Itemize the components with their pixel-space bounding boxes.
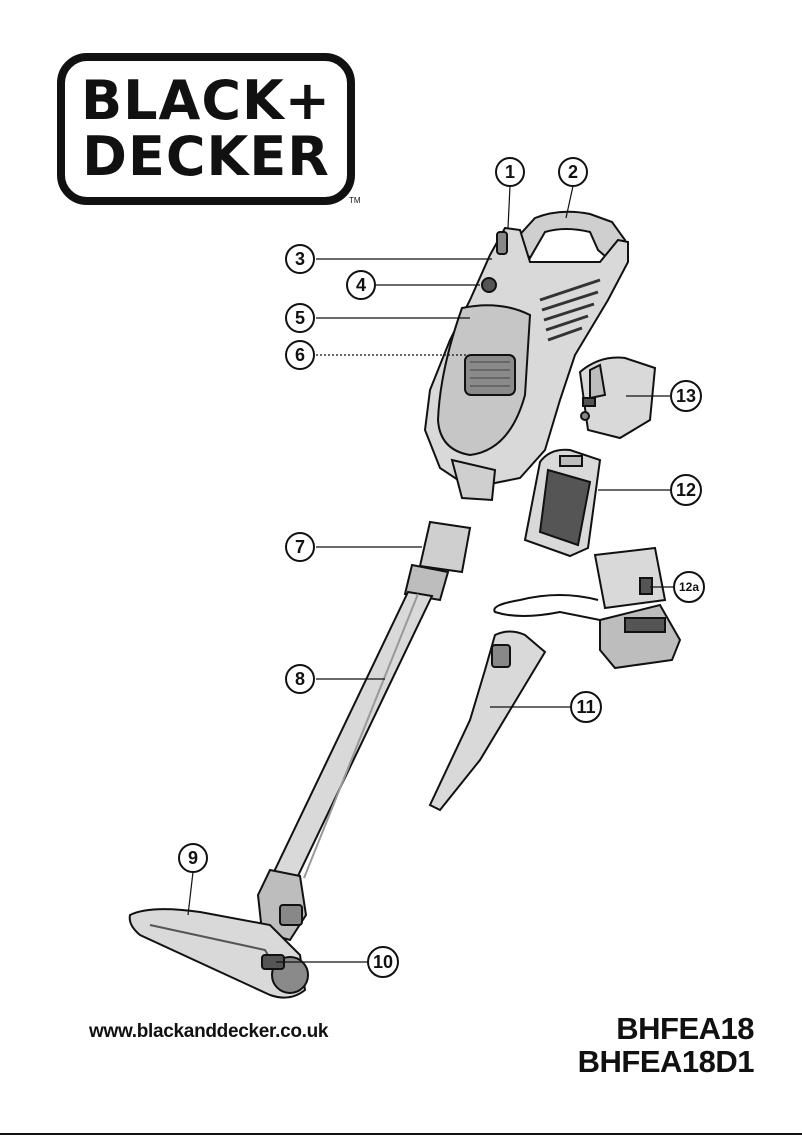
extension-pole bbox=[270, 520, 472, 882]
callout-label-12a: 12a bbox=[679, 580, 699, 594]
callout-label-8: 8 bbox=[295, 669, 305, 689]
leader-lines bbox=[187, 185, 674, 963]
callout-label-11: 11 bbox=[576, 697, 595, 717]
crevice-tool bbox=[428, 630, 547, 812]
callout-5: 5 bbox=[285, 303, 315, 333]
callout-label-3: 3 bbox=[295, 249, 305, 269]
logo-line-black: BLACK+ bbox=[80, 69, 332, 132]
callout-11: 11 bbox=[570, 691, 602, 723]
charging-base bbox=[578, 356, 657, 440]
bottom-divider bbox=[0, 1133, 802, 1135]
callout-12a: 12a bbox=[673, 571, 705, 603]
callout-label-6: 6 bbox=[295, 345, 305, 365]
callout-8: 8 bbox=[285, 664, 315, 694]
callout-3: 3 bbox=[285, 244, 315, 274]
model-number-1: BHFEA18 bbox=[616, 1011, 754, 1046]
callout-label-1: 1 bbox=[505, 162, 515, 182]
callout-6: 6 bbox=[285, 340, 315, 370]
callout-13: 13 bbox=[670, 380, 702, 412]
callout-label-13: 13 bbox=[676, 386, 696, 406]
brand-logo: BLACK+ DECKER bbox=[57, 53, 355, 205]
callout-label-12: 12 bbox=[676, 480, 696, 500]
callout-2: 2 bbox=[558, 157, 588, 187]
callout-7: 7 bbox=[285, 532, 315, 562]
floor-head bbox=[128, 868, 309, 999]
callout-1: 1 bbox=[495, 157, 525, 187]
callout-4: 4 bbox=[346, 270, 376, 300]
callout-label-9: 9 bbox=[188, 848, 198, 868]
callout-label-7: 7 bbox=[295, 537, 305, 557]
website-url: www.blackanddecker.co.uk bbox=[89, 1021, 329, 1042]
callout-9: 9 bbox=[178, 843, 208, 873]
callout-10: 10 bbox=[367, 946, 399, 978]
model-number-2: BHFEA18D1 bbox=[577, 1044, 755, 1079]
charger bbox=[493, 546, 682, 670]
logo-line-decker: DECKER bbox=[82, 125, 330, 188]
callout-label-5: 5 bbox=[295, 308, 305, 328]
callout-12: 12 bbox=[670, 474, 702, 506]
trademark-mark: TM bbox=[349, 196, 361, 205]
battery-pack bbox=[523, 448, 602, 558]
callout-label-10: 10 bbox=[373, 952, 393, 972]
callout-label-2: 2 bbox=[568, 162, 578, 182]
callout-label-4: 4 bbox=[356, 275, 366, 295]
handheld-unit bbox=[423, 210, 629, 502]
